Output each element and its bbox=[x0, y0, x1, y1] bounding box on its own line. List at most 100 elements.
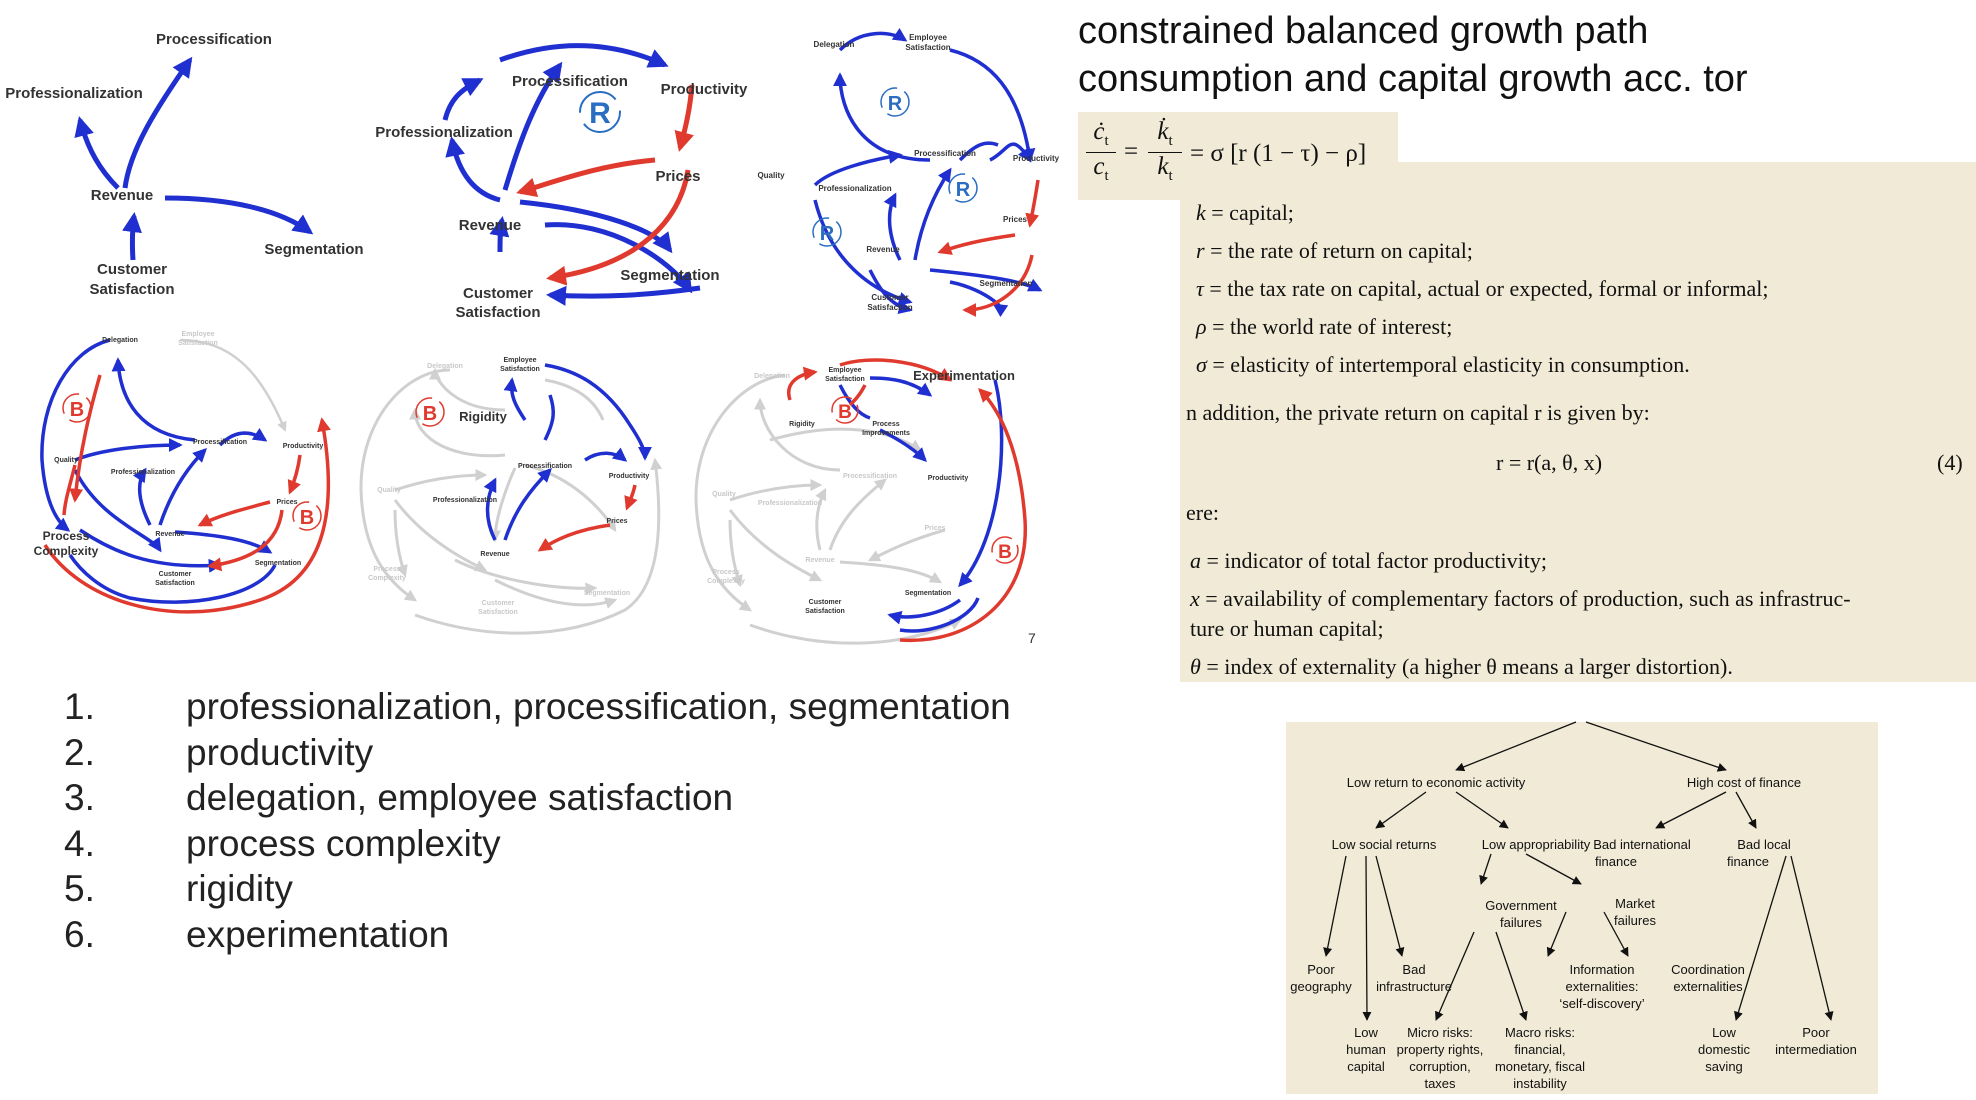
node-customer: Customer bbox=[463, 285, 533, 302]
def-text: = elasticity of intertemporal elasticity… bbox=[1206, 352, 1690, 377]
def-symbol: k bbox=[1196, 200, 1206, 225]
node-prices: Prices bbox=[655, 168, 700, 185]
cld-panel-2: R Processification Productivity Professi… bbox=[375, 43, 748, 321]
tree-node-bad-infra-1: Bad bbox=[1402, 962, 1425, 977]
node-processification: Processification bbox=[914, 149, 976, 158]
tree-node-info-ext-2: externalities: bbox=[1566, 979, 1639, 994]
node-quality: Quality bbox=[377, 487, 401, 494]
addition-line: n addition, the private return on capita… bbox=[1186, 400, 1650, 425]
list-text: delegation, employee satisfaction bbox=[186, 777, 734, 819]
node-segmentation: Segmentation bbox=[264, 241, 363, 258]
eq-sub-4: t bbox=[1168, 168, 1173, 184]
node-satisfaction: Satisfaction bbox=[867, 303, 912, 312]
node-professionalization: Professionalization bbox=[818, 184, 891, 193]
growth-diagnostics-tree: Low return to economic activity High cos… bbox=[1290, 721, 1857, 1091]
tree-node-low-saving-3: saving bbox=[1705, 1059, 1743, 1074]
return-equation: r = r(a, θ, x) bbox=[1496, 450, 1603, 475]
node-employee-satisfaction: Satisfaction bbox=[178, 340, 218, 347]
node-complexity: Complexity bbox=[707, 578, 745, 585]
node-segmentation: Segmentation bbox=[584, 590, 630, 597]
definitions-panel bbox=[1180, 162, 1976, 682]
node-revenue: Revenue bbox=[805, 557, 834, 564]
def-text: = indicator of total factor productivity… bbox=[1201, 548, 1547, 573]
node-productivity: Productivity bbox=[661, 81, 748, 98]
node-productivity: Productivity bbox=[1013, 154, 1060, 163]
tree-node-bad-local-2: finance bbox=[1727, 854, 1769, 869]
tree-node-coord-ext-2: externalities bbox=[1673, 979, 1743, 994]
node-professionalization: Professionalization bbox=[758, 500, 822, 507]
node-processification: Processification bbox=[518, 463, 572, 470]
node-employee-satisfaction: Satisfaction bbox=[905, 43, 950, 52]
loop-label-r-3: R bbox=[820, 223, 835, 245]
tree-node-micro-2: property rights, bbox=[1397, 1042, 1484, 1057]
cld-panel-3: R R R Delegation Employee Satisfaction P… bbox=[757, 27, 1060, 318]
cld-panel-1: Processification Professionalization Rev… bbox=[5, 31, 363, 298]
list-text: productivity bbox=[186, 731, 374, 773]
tree-panel bbox=[1286, 722, 1878, 1094]
node-productivity: Productivity bbox=[283, 443, 324, 450]
node-process: Process bbox=[43, 529, 90, 543]
tree-node-micro-1: Micro risks: bbox=[1407, 1025, 1473, 1040]
tree-node-macro-4: instability bbox=[1513, 1076, 1567, 1091]
def-symbol: r bbox=[1196, 238, 1205, 263]
node-processification: Processification bbox=[193, 439, 247, 446]
list-number: 2. bbox=[64, 731, 95, 773]
node-professionalization: Professionalization bbox=[5, 85, 143, 102]
list-number: 5. bbox=[64, 868, 95, 910]
tree-node-info-ext-3: ‘self-discovery’ bbox=[1559, 996, 1644, 1011]
node-quality: Quality bbox=[757, 171, 785, 180]
node-prices: Prices bbox=[276, 499, 297, 506]
node-revenue: Revenue bbox=[155, 531, 184, 538]
list-text: experimentation bbox=[186, 913, 450, 955]
node-delegation: Delegation bbox=[814, 40, 855, 49]
node-delegation: Delegation bbox=[427, 363, 463, 370]
node-revenue: Revenue bbox=[459, 217, 522, 234]
node-complexity: Complexity bbox=[34, 544, 99, 558]
def-text: = the tax rate on capital, actual or exp… bbox=[1203, 276, 1769, 301]
eq-sub-3: t bbox=[1168, 133, 1173, 149]
node-complexity: Complexity bbox=[368, 575, 406, 582]
node-segmentation: Segmentation bbox=[620, 267, 719, 284]
node-prices: Prices bbox=[1003, 215, 1028, 224]
tree-node-gov-fail-1: Government bbox=[1485, 898, 1557, 913]
loop-label-r-2: R bbox=[956, 179, 971, 201]
node-quality: Quality bbox=[712, 491, 736, 498]
node-employee-satisfaction: Satisfaction bbox=[825, 376, 865, 383]
node-segmentation: Segmentation bbox=[980, 279, 1033, 288]
list-number: 1. bbox=[64, 686, 95, 727]
node-professionalization: Professionalization bbox=[375, 124, 513, 141]
node-employee: Employee bbox=[909, 33, 947, 42]
def-symbol: θ bbox=[1190, 654, 1201, 679]
def-text: = capital; bbox=[1205, 200, 1294, 225]
def-text: = index of externality (a higher θ means… bbox=[1200, 654, 1733, 679]
tree-node-macro-1: Macro risks: bbox=[1505, 1025, 1575, 1040]
node-prices: Prices bbox=[924, 525, 945, 532]
node-employee-satisfaction: Satisfaction bbox=[500, 366, 540, 373]
tree-node-low-saving-1: Low bbox=[1712, 1025, 1736, 1040]
tree-node-poor-inter-2: intermediation bbox=[1775, 1042, 1857, 1057]
node-employee: Employee bbox=[828, 367, 861, 374]
eq-sub-1: t bbox=[1104, 133, 1109, 149]
loop-label-r-1: R bbox=[888, 93, 903, 115]
node-satisfaction: Satisfaction bbox=[805, 608, 845, 615]
loop-label-b-1: B bbox=[70, 399, 84, 421]
loop-label-b: B bbox=[423, 403, 437, 425]
loop-label-r: R bbox=[589, 97, 611, 130]
def-symbol: τ bbox=[1196, 276, 1204, 301]
tree-node-micro-3: corruption, bbox=[1409, 1059, 1470, 1074]
tree-node-bad-infra-2: infrastructure bbox=[1376, 979, 1452, 994]
eq-k-dot: k̇ bbox=[1157, 118, 1169, 145]
node-satisfaction: Satisfaction bbox=[89, 281, 174, 298]
node-revenue: Revenue bbox=[866, 245, 900, 254]
def-symbol: x bbox=[1190, 586, 1200, 611]
node-employee: Employee bbox=[503, 357, 536, 364]
tree-node-macro-2: financial, bbox=[1514, 1042, 1565, 1057]
list-number: 4. bbox=[64, 822, 95, 864]
loop-label-b-2: B bbox=[300, 507, 314, 529]
list-text: professionalization, processification, s… bbox=[186, 686, 1011, 727]
eq-sub-2: t bbox=[1104, 168, 1109, 184]
node-customer: Customer bbox=[159, 571, 192, 578]
list-text: process complexity bbox=[186, 822, 501, 864]
tree-node-low-social: Low social returns bbox=[1332, 837, 1437, 852]
node-delegation: Delegation bbox=[754, 373, 790, 380]
